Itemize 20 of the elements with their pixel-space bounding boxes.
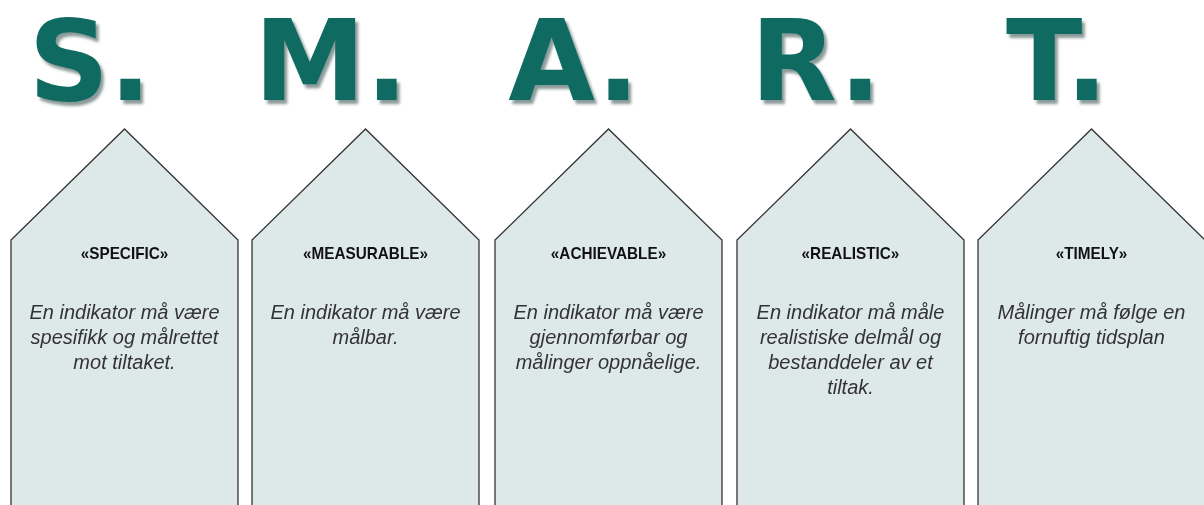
pentagon-box	[10, 128, 239, 505]
heading: «SPECIFIC»	[79, 244, 170, 264]
pentagon-box	[977, 128, 1204, 505]
letter-heading: A.	[507, 0, 641, 126]
description: En indikator må være gjennomførbar og målinger oppnåelige.	[512, 300, 705, 375]
letter-heading: T.	[1005, 0, 1109, 126]
pentagon-box	[736, 128, 965, 505]
letter-heading: M.	[253, 0, 409, 126]
pentagon-box	[251, 128, 480, 505]
pentagon-box	[494, 128, 723, 505]
heading: «MEASURABLE»	[302, 244, 429, 264]
heading: «TIMELY»	[1054, 244, 1129, 264]
description: En indikator må måle realistiske delmål og bestanddeler av et tiltak.	[755, 300, 946, 400]
description: En indikator må være spesifikk og målrettet mot tiltaket.	[28, 300, 221, 375]
description: Målinger må følge en fornuftig tidsplan	[996, 300, 1187, 350]
heading: «REALISTIC»	[800, 244, 901, 264]
letter-heading: S.	[27, 0, 153, 126]
letter-heading: R.	[749, 0, 883, 126]
heading: «ACHIEVABLE»	[549, 244, 668, 264]
description: En indikator må være målbar.	[269, 300, 462, 350]
